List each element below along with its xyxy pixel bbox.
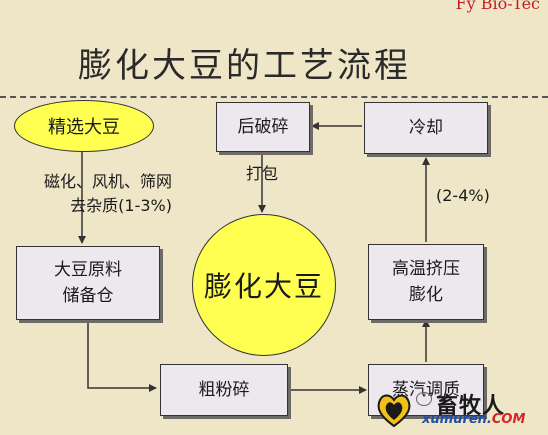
packing-label: 打包: [246, 164, 279, 183]
node-select-soybean-label: 精选大豆: [48, 117, 120, 138]
node-center-product: 膨化大豆: [192, 214, 336, 356]
watermark-logo: 畜牧人 xumuren.COM: [374, 388, 544, 432]
node-steam-conditioning-label: 蒸汽调质: [392, 380, 460, 400]
node-post-crushing-label: 后破碎: [237, 117, 289, 137]
node-raw-storage-line2: 储备仓: [62, 286, 114, 306]
logo-site-domain: COM: [491, 412, 526, 427]
logo-brand: 畜牧人: [436, 394, 506, 419]
impurity-line2: 去杂质(1-3%): [70, 196, 172, 215]
page-title: 膨化大豆的工艺流程: [78, 46, 411, 86]
node-coarse-grinding: 粗粉碎: [160, 364, 288, 416]
node-post-crushing: 后破碎: [216, 102, 310, 152]
impurity-removal-label: 磁化、风机、筛网 去杂质(1-3%): [6, 170, 172, 218]
watermark-top: Fy Bio-Tec: [455, 0, 540, 13]
node-raw-storage: 大豆原料 储备仓: [16, 246, 160, 320]
impurity-line1: 磁化、风机、筛网: [43, 172, 172, 191]
node-center-product-label: 膨化大豆: [203, 270, 324, 303]
logo-site: xumuren.COM: [422, 412, 525, 427]
node-coarse-grinding-label: 粗粉碎: [198, 380, 250, 400]
node-cooling: 冷却: [364, 102, 488, 154]
node-select-soybean: 精选大豆: [14, 100, 154, 152]
node-extrusion: 高温挤压 膨化: [368, 244, 484, 320]
moisture-label: (2-4%): [436, 186, 490, 205]
node-extrusion-line1: 高温挤压: [392, 259, 460, 279]
node-cooling-label: 冷却: [409, 118, 443, 138]
arrow-store-to-grind: [87, 320, 157, 392]
wechat-icon: [416, 392, 432, 406]
logo-site-main: xumuren.: [422, 412, 492, 427]
title-divider: [0, 96, 548, 98]
node-raw-storage-line1: 大豆原料: [54, 260, 122, 280]
logo-emblem-icon: [377, 394, 411, 428]
node-extrusion-line2: 膨化: [409, 285, 443, 305]
